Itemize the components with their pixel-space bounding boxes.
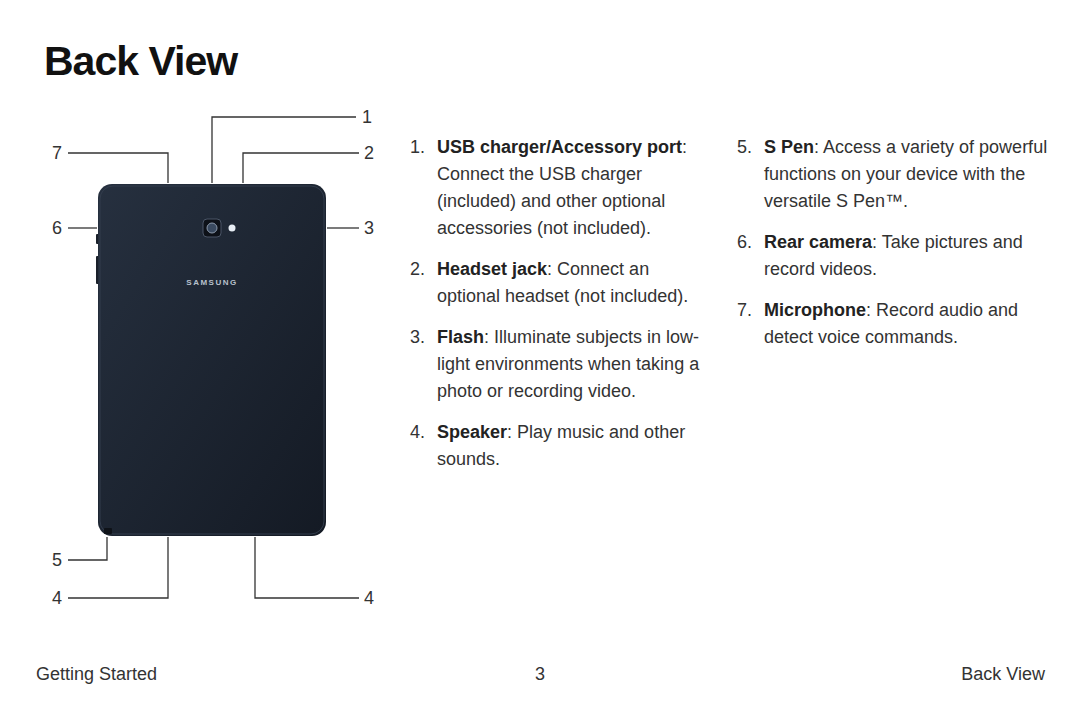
item-term: Microphone [764, 300, 866, 320]
footer-section: Getting Started [36, 663, 157, 685]
item-term: USB charger/Accessory port [437, 137, 682, 157]
callout-number: 1 [362, 107, 372, 127]
callout-number: 3 [364, 218, 374, 238]
item-number: 3. [410, 324, 425, 351]
page-number: 3 [535, 663, 545, 685]
item-number: 7. [737, 297, 752, 324]
description-item: 6.Rear camera: Take pictures and record … [737, 229, 1052, 283]
item-term: Rear camera [764, 232, 872, 252]
item-term: Headset jack [437, 259, 547, 279]
callout-number: 4 [52, 588, 62, 608]
description-item: 2.Headset jack: Connect an optional head… [410, 256, 710, 310]
item-number: 2. [410, 256, 425, 283]
item-term: Speaker [437, 422, 507, 442]
item-term: Flash [437, 327, 484, 347]
description-item: 5.S Pen: Access a variety of powerful fu… [737, 134, 1052, 215]
callout-number: 5 [52, 550, 62, 570]
item-number: 5. [737, 134, 752, 161]
description-column: 1.USB charger/Accessory port: Connect th… [410, 134, 710, 487]
item-number: 1. [410, 134, 425, 161]
description-column: 5.S Pen: Access a variety of powerful fu… [737, 134, 1052, 365]
callout-number: 6 [52, 218, 62, 238]
description-item: 4.Speaker: Play music and other sounds. [410, 419, 710, 473]
description-item: 7.Microphone: Record audio and detect vo… [737, 297, 1052, 351]
description-item: 3.Flash: Illuminate subjects in low-ligh… [410, 324, 710, 405]
callout-number: 7 [52, 143, 62, 163]
callout-number: 4 [364, 588, 374, 608]
item-number: 6. [737, 229, 752, 256]
item-term: S Pen [764, 137, 814, 157]
description-item: 1.USB charger/Accessory port: Connect th… [410, 134, 710, 242]
brand-logo: SAMSUNG [186, 278, 237, 287]
callout-number: 2 [364, 143, 374, 163]
item-number: 4. [410, 419, 425, 446]
footer-topic: Back View [961, 663, 1045, 685]
page-title: Back View [44, 38, 237, 85]
